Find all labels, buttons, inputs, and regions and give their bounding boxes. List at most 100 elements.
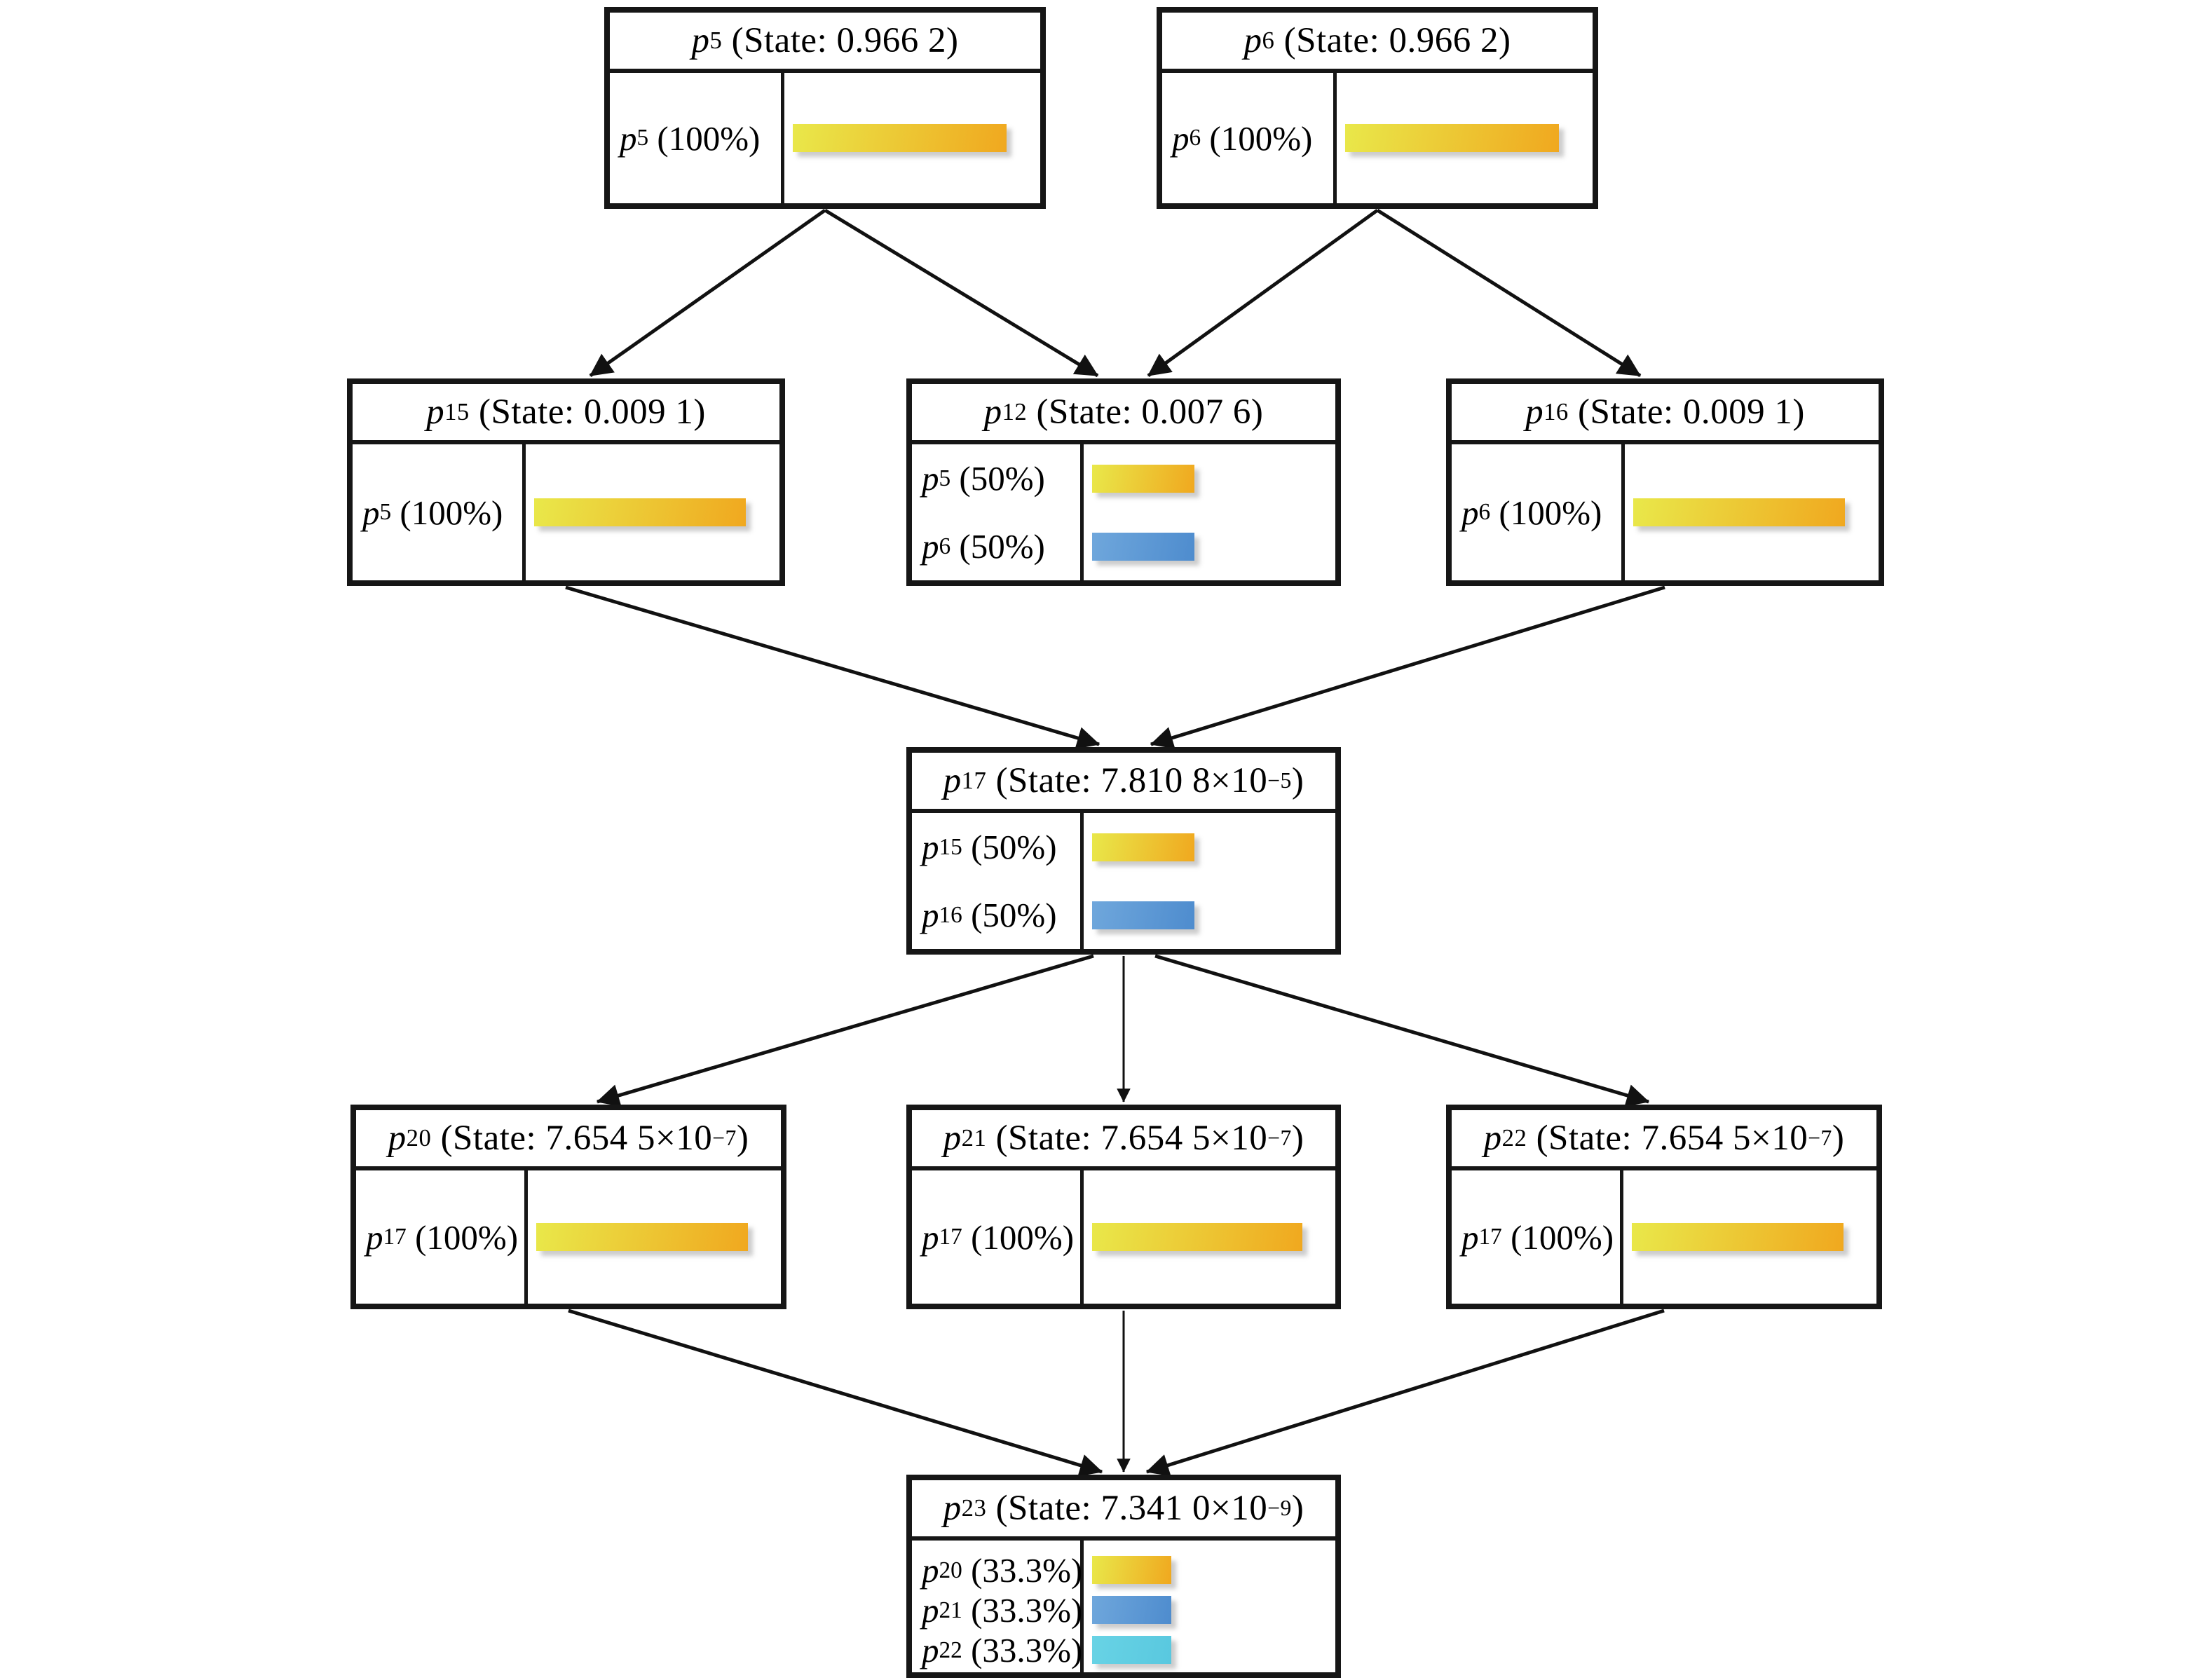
row-percentage: (50%): [971, 828, 1057, 866]
bar-column: [1084, 1170, 1335, 1304]
node-state-value: (State: 0.009 1: [1578, 392, 1793, 432]
edge-arrow: [1154, 954, 1650, 1107]
row-percentage: (33.3%): [971, 1591, 1083, 1630]
node-symbol: p: [943, 1489, 962, 1528]
node-state-value: (State: 0.007 6: [1036, 392, 1251, 432]
node-symbol: p: [1243, 21, 1262, 60]
bar-row: [1084, 444, 1335, 512]
probability-bar-blue: [1091, 1596, 1171, 1624]
node-symbol: p: [943, 761, 962, 800]
row-percentage: (50%): [959, 459, 1045, 498]
row-percentage: (33.3%): [971, 1551, 1083, 1590]
probability-bar-yellow: [1091, 1556, 1171, 1585]
edge-arrow: [1147, 208, 1379, 378]
edge-arrow: [589, 208, 826, 378]
node-symbol: p: [943, 1119, 962, 1158]
bar-column: [1623, 1170, 1876, 1304]
edge-arrow: [596, 954, 1094, 1107]
bar-row: [1623, 1170, 1876, 1304]
bar-column: [1084, 444, 1335, 580]
bar-column: [1084, 813, 1335, 949]
bar-row: [1084, 512, 1335, 580]
edge-arrow: [568, 1309, 1103, 1477]
bar-row: [1337, 73, 1593, 203]
edge-arrow: [1145, 1309, 1665, 1477]
bar-row: [1084, 1630, 1335, 1669]
probability-bar-yellow: [1091, 464, 1195, 493]
bar-column: [1625, 444, 1879, 580]
bar-row: [1625, 444, 1879, 580]
node-symbol: p: [1483, 1119, 1502, 1158]
bar-row: [528, 1170, 781, 1304]
probability-bar-yellow: [536, 1223, 748, 1251]
node-state-value: (State: 7.341 0×10: [995, 1489, 1268, 1528]
probability-bar-yellow: [1091, 1223, 1302, 1251]
bar-column: [528, 1170, 781, 1304]
probability-bar-yellow: [1344, 124, 1560, 152]
row-percentage: (100%): [1511, 1217, 1614, 1257]
row-percentage: (100%): [400, 493, 503, 532]
node-symbol: p: [388, 1119, 407, 1158]
bar-row: [1084, 1170, 1335, 1304]
row-percentage: (33.3%): [971, 1631, 1083, 1669]
row-percentage: (100%): [971, 1217, 1075, 1257]
node-state-value: (State: 0.009 1: [479, 392, 694, 432]
probability-bar-yellow: [1091, 833, 1195, 861]
row-percentage: (50%): [971, 896, 1057, 934]
node-state-value: (State: 0.966 2: [731, 21, 946, 60]
probability-bar-blue: [1091, 901, 1195, 929]
probability-bar-yellow: [1633, 498, 1846, 526]
probability-bar-yellow: [1632, 1223, 1844, 1251]
node-state-value: (State: 7.654 5×10: [1536, 1119, 1808, 1158]
bar-row: [784, 73, 1040, 203]
node-symbol: p: [691, 21, 710, 60]
edge-arrow: [565, 585, 1100, 749]
edge-arrow: [1376, 208, 1642, 378]
probability-bar-yellow: [533, 498, 747, 526]
node-symbol: p: [1525, 392, 1544, 432]
bar-row: [1084, 881, 1335, 949]
